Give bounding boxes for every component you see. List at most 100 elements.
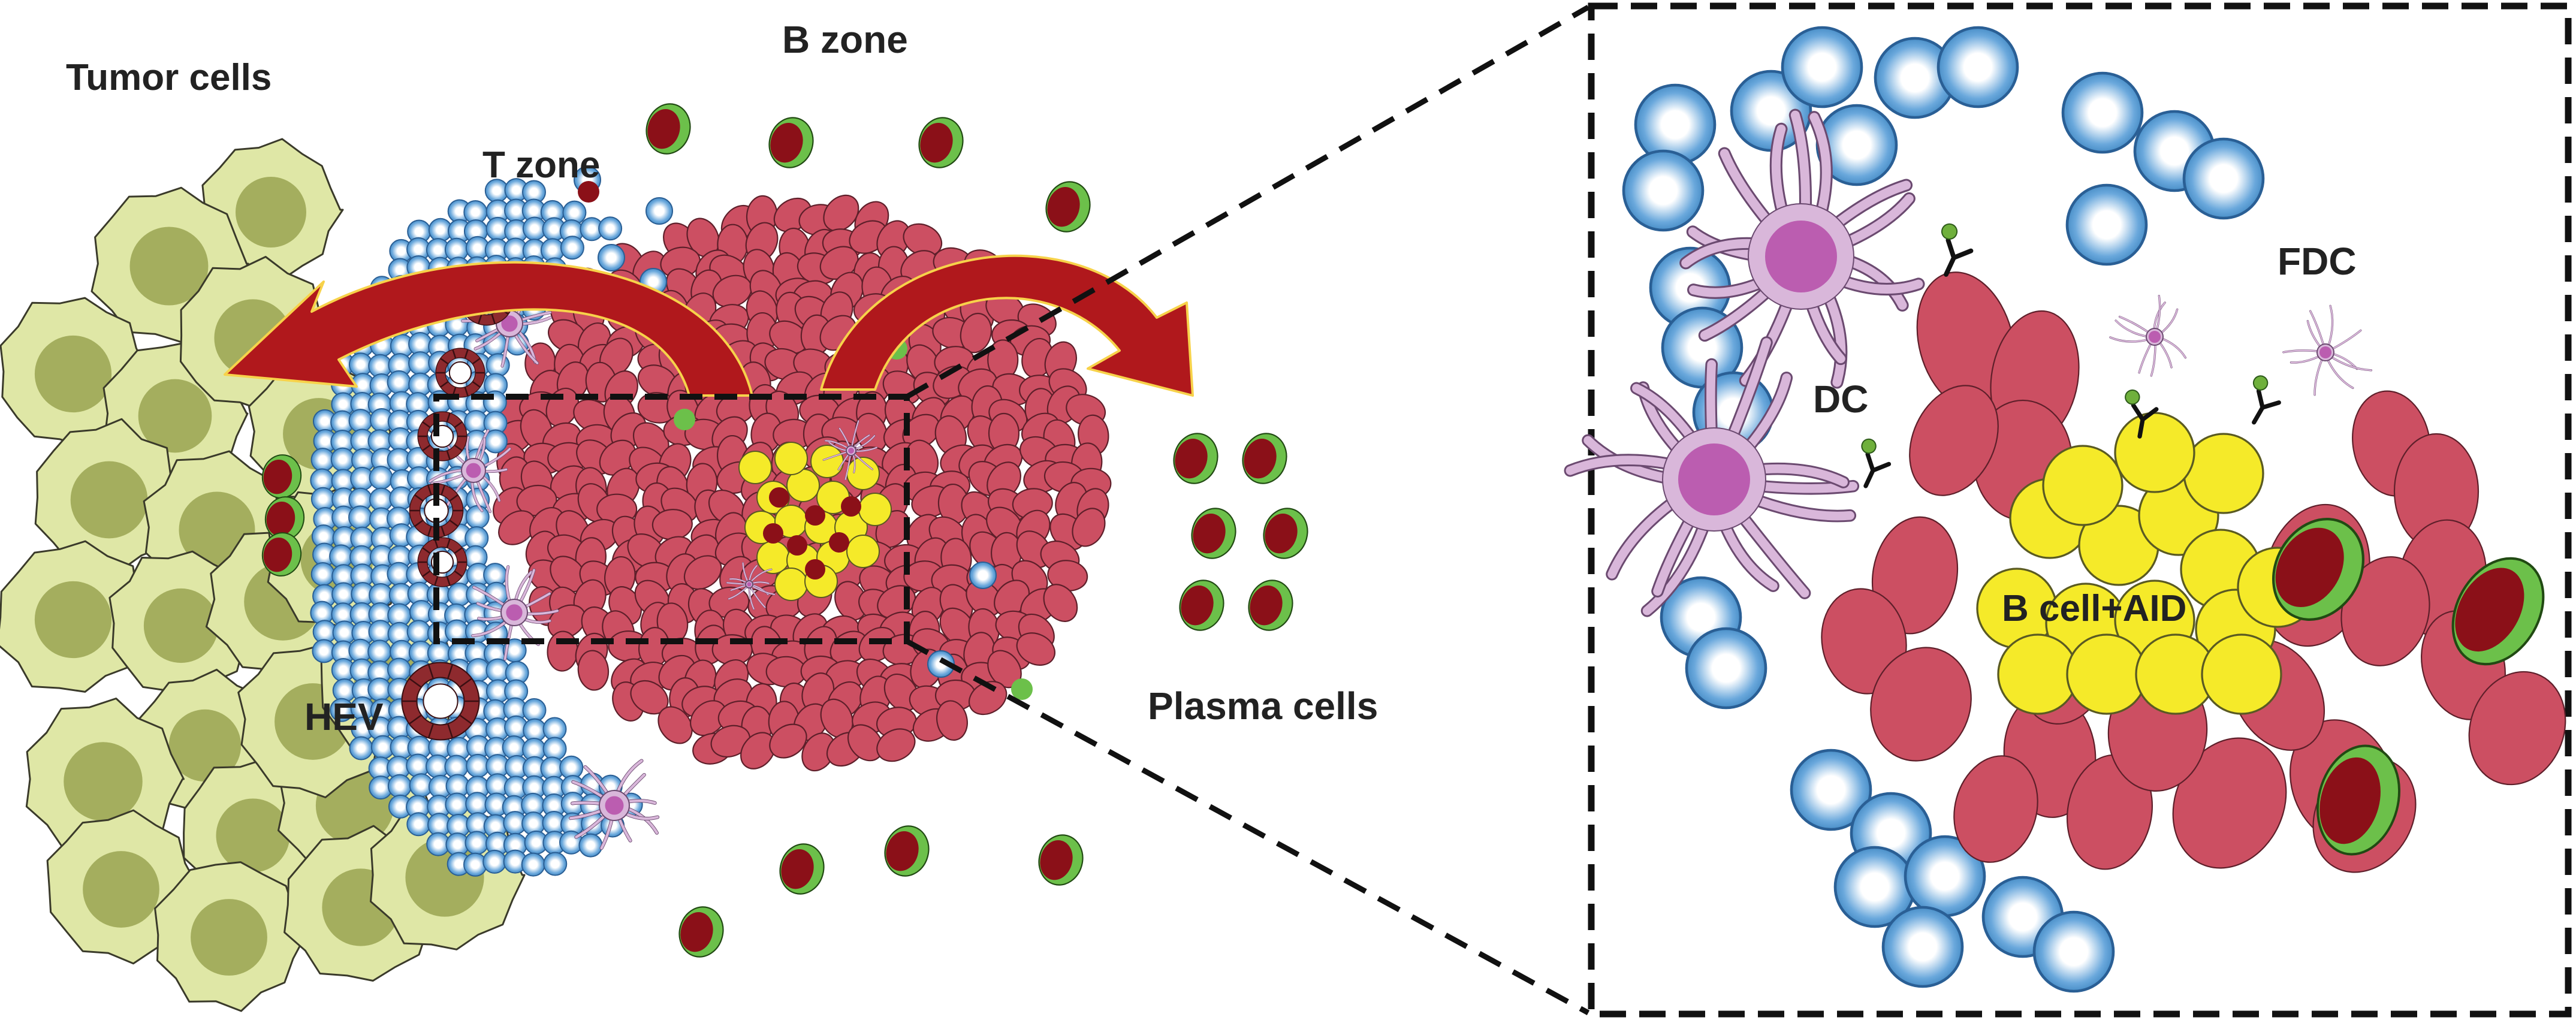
t-cell xyxy=(465,505,490,529)
small-cell xyxy=(1011,678,1033,700)
t-cell xyxy=(578,833,603,858)
t-cell xyxy=(482,849,507,874)
dendritic-nucleus xyxy=(506,604,523,621)
plasma-nucleus xyxy=(770,122,803,163)
antibody-y-icon xyxy=(1941,223,1974,277)
t-cell xyxy=(1936,26,2019,108)
dendritic-cell xyxy=(429,429,511,514)
dendritic-nucleus xyxy=(501,315,518,332)
t-cell xyxy=(1622,149,1705,232)
b-cell xyxy=(683,555,722,590)
arrow-to-tumor xyxy=(224,261,753,397)
lymphoid-structure-overview xyxy=(0,103,1308,1012)
dendritic-nucleus xyxy=(2319,346,2331,358)
gc-b-cell xyxy=(2066,633,2147,715)
gc-plasma-nucleus xyxy=(805,505,825,526)
b-cell xyxy=(2468,671,2566,786)
t-cell xyxy=(521,852,545,877)
t-cell xyxy=(2065,183,2148,266)
plasma-nucleus xyxy=(2319,757,2381,844)
gc-plasma-nucleus xyxy=(829,532,849,553)
label-plasma-cells: Plasma cells xyxy=(1148,684,1378,728)
dendritic-cell xyxy=(726,562,776,610)
plasma-nucleus xyxy=(1040,840,1073,880)
t-cell xyxy=(2032,910,2115,993)
plasma-nucleus xyxy=(680,912,713,952)
t-cell xyxy=(969,562,997,589)
label-b-cell-aid: B cell+AID xyxy=(2002,588,2186,629)
b-cell xyxy=(1016,632,1055,666)
dendritic-cell xyxy=(2282,304,2373,396)
gc-plasma-nucleus xyxy=(787,535,807,556)
zoom-connector-lines xyxy=(905,5,1590,1015)
inset-gc-b-cells xyxy=(1976,412,2318,715)
plasma-cells-overview xyxy=(261,103,1308,958)
t-cell xyxy=(598,244,625,271)
gc-b-cell xyxy=(2201,633,2282,715)
antibody-y-icon xyxy=(2125,389,2159,439)
b-cell xyxy=(769,723,807,759)
tumor-nucleus xyxy=(138,379,212,453)
inset-b-cells xyxy=(1821,271,2566,873)
gc-b-cell xyxy=(1997,633,2079,715)
tumor-nucleus xyxy=(191,899,267,976)
antibody-y-icon xyxy=(1861,438,1892,488)
b-cell xyxy=(547,604,586,639)
b-cell xyxy=(690,700,727,737)
t-cell xyxy=(560,236,584,260)
b-cell xyxy=(1043,584,1078,622)
t-cell xyxy=(387,370,411,394)
label-t-zone: T zone xyxy=(482,144,600,186)
plasma-nucleus xyxy=(2455,568,2524,652)
plasma-nucleus xyxy=(781,849,814,889)
plasma-nucleus xyxy=(1175,438,1208,479)
label-tumor-cells: Tumor cells xyxy=(66,57,272,98)
t-cell xyxy=(1781,26,1863,108)
diagram-labels: Tumor cells B zone T zone HEV Plasma cel… xyxy=(66,18,2357,738)
b-cell xyxy=(1870,647,1972,762)
gc-b-cell xyxy=(810,445,844,478)
plasma-nucleus xyxy=(920,122,953,163)
small-cell xyxy=(674,409,695,430)
t-cell xyxy=(1881,906,1964,988)
zoom-connector-bottom xyxy=(905,639,1590,1015)
antigen-dot-icon xyxy=(2125,389,2140,405)
plasma-nucleus xyxy=(886,831,919,871)
gc-b-cell xyxy=(858,493,892,526)
t-cell xyxy=(445,792,469,817)
plasma-nucleus xyxy=(266,502,295,536)
hev-vessel xyxy=(401,662,480,741)
antibody-y-icon xyxy=(2252,375,2281,425)
b-cell xyxy=(847,724,883,762)
plasma-nucleus xyxy=(263,460,292,494)
t-cell xyxy=(645,197,673,225)
label-dc: DC xyxy=(1813,378,1868,421)
dendritic-cell xyxy=(1679,108,1925,389)
t-cell xyxy=(464,831,489,855)
b-cell xyxy=(1953,755,2038,863)
tumor-nucleus xyxy=(34,335,112,413)
plasma-nucleus xyxy=(1193,513,1226,554)
inset-antibodies xyxy=(1861,223,2281,488)
b-cell xyxy=(876,728,916,762)
zoom-connector-top xyxy=(905,5,1590,399)
tumor-nucleus xyxy=(70,461,148,539)
arrow-to-plasma xyxy=(820,254,1194,397)
t-cell xyxy=(598,216,623,241)
antigen-dot-icon xyxy=(1941,223,1958,240)
b-cell xyxy=(1909,385,1999,496)
dendritic-cell xyxy=(471,565,559,661)
t-cell xyxy=(348,409,373,433)
gc-plasma-nucleus xyxy=(763,523,783,544)
b-cell xyxy=(1072,508,1106,547)
gc-plasma-nucleus xyxy=(841,496,861,517)
hev-vessel xyxy=(435,348,485,398)
b-cell xyxy=(823,194,859,232)
dendritic-cell xyxy=(2109,294,2187,377)
tumor-nucleus xyxy=(168,709,242,782)
t-cell xyxy=(387,657,411,682)
antigen-dot-icon xyxy=(2252,375,2269,391)
t-cell xyxy=(543,852,568,876)
t-cell xyxy=(349,736,373,761)
b-cell xyxy=(498,510,536,545)
